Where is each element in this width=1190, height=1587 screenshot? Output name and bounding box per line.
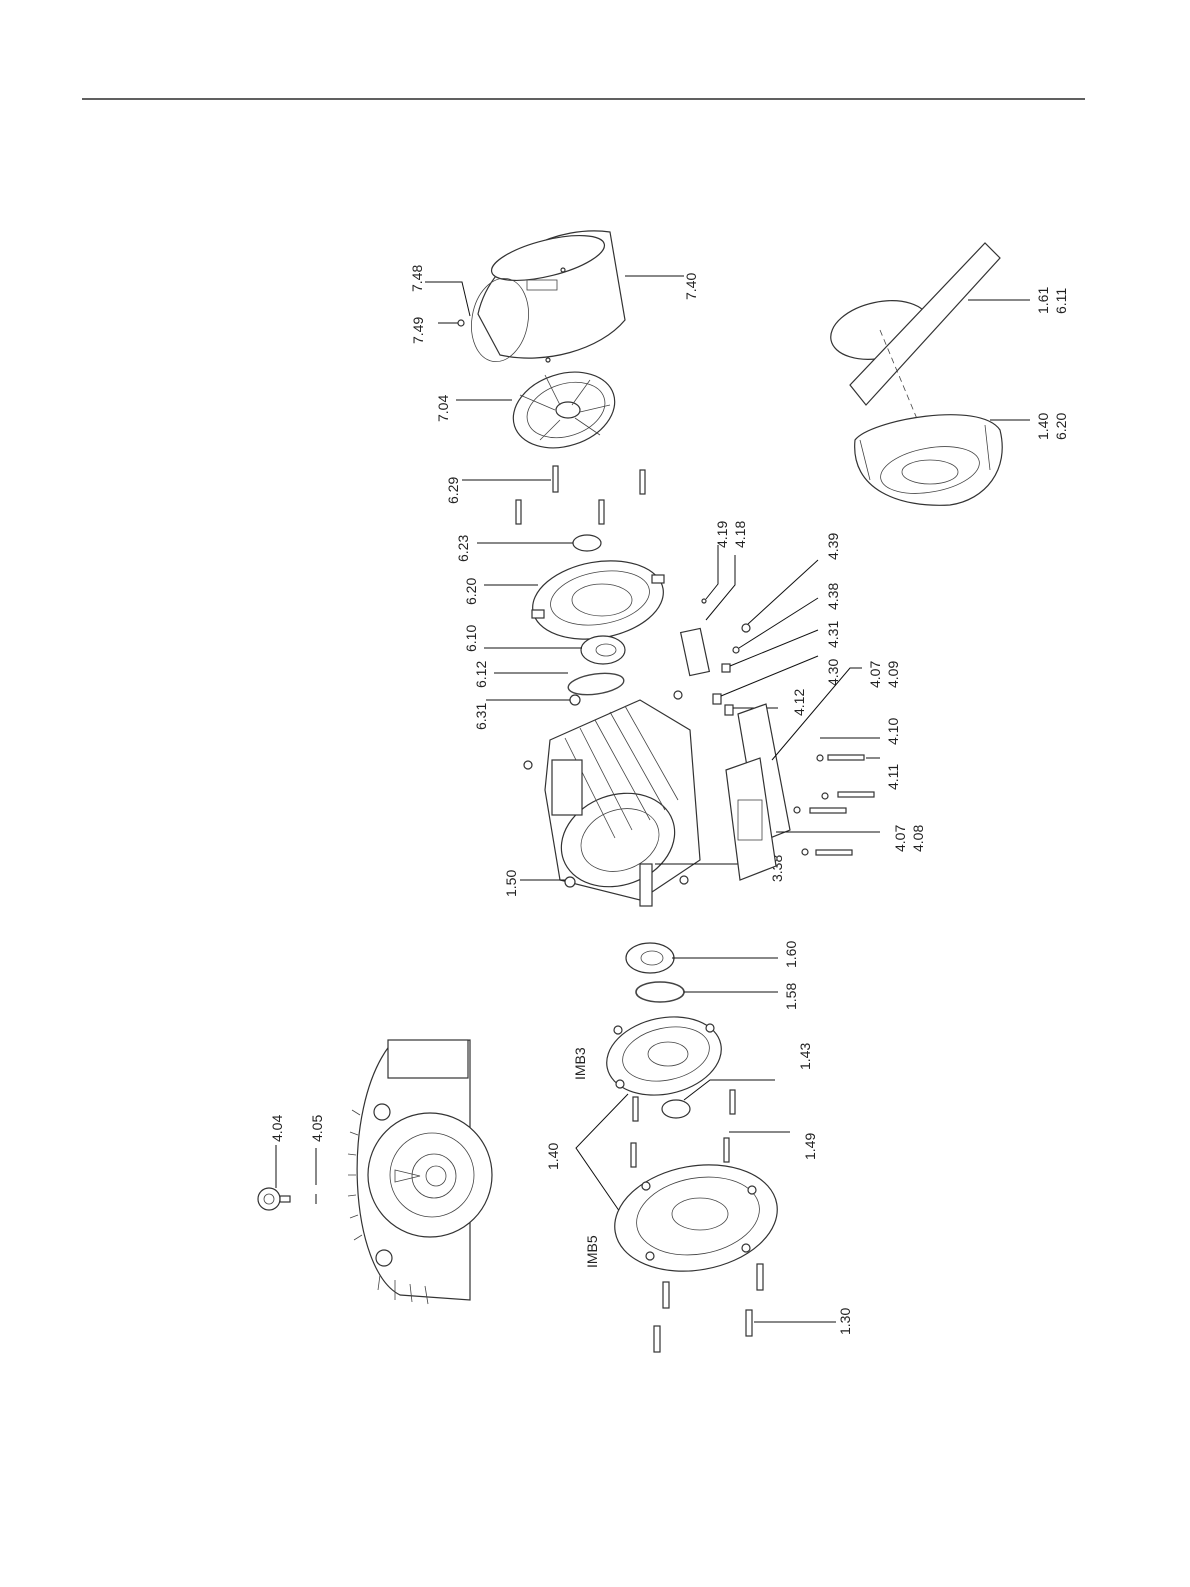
label-4-10: 4.10 bbox=[885, 718, 901, 745]
label-4-39: 4.39 bbox=[825, 533, 841, 560]
screw-4-19-part bbox=[702, 599, 706, 603]
circlip-6-12-part bbox=[567, 670, 625, 698]
eyebolt-part bbox=[258, 1188, 290, 1210]
label-7-40: 7.40 bbox=[683, 273, 699, 300]
label-4-31: 4.31 bbox=[825, 621, 841, 648]
fan-part bbox=[503, 360, 624, 461]
label-4-38: 4.38 bbox=[825, 583, 841, 610]
fan-cover-part bbox=[465, 227, 625, 367]
part-4-39 bbox=[742, 624, 750, 632]
screw-7-49-part bbox=[458, 320, 464, 326]
label-6-20: 6.20 bbox=[463, 578, 479, 605]
label-7-49: 7.49 bbox=[410, 317, 426, 344]
label-7-04: 7.04 bbox=[435, 395, 451, 422]
label-7-48: 7.48 bbox=[409, 265, 425, 292]
label-1-49: 1.49 bbox=[802, 1133, 818, 1160]
label-4-09: 4.09 bbox=[885, 661, 901, 688]
label-1-30: 1.30 bbox=[837, 1308, 853, 1335]
endshield-6-20-part bbox=[526, 551, 669, 649]
label-6-29: 6.29 bbox=[445, 477, 461, 504]
label-4-12: 4.12 bbox=[791, 689, 807, 716]
label-1-40: 1.40 bbox=[545, 1143, 561, 1170]
bolts-6-29-part bbox=[516, 466, 645, 524]
label-4-04: 4.04 bbox=[269, 1115, 285, 1142]
label-6-10: 6.10 bbox=[463, 625, 479, 652]
nut-1-50-part bbox=[565, 877, 575, 887]
label-4-08: 4.08 bbox=[910, 825, 926, 852]
label-imb5: IMB5 bbox=[584, 1235, 600, 1268]
label-1-50: 1.50 bbox=[503, 870, 519, 897]
label-4-07-top: 4.07 bbox=[867, 661, 883, 688]
label-1-58: 1.58 bbox=[783, 983, 799, 1010]
label-6-23: 6.23 bbox=[455, 535, 471, 562]
label-4-05: 4.05 bbox=[309, 1115, 325, 1142]
part-4-38 bbox=[733, 647, 739, 653]
nut-6-31-part bbox=[570, 695, 580, 705]
label-1-40-detail: 1.40 bbox=[1035, 413, 1051, 440]
label-imb3: IMB3 bbox=[572, 1047, 588, 1080]
endshield-detail-part bbox=[855, 415, 1003, 506]
seal-1-43-part bbox=[662, 1100, 690, 1118]
seal-6-23-part bbox=[573, 535, 601, 551]
bearing-1-60-part bbox=[626, 943, 674, 973]
ring-1-58-part bbox=[636, 982, 684, 1002]
label-6-11: 6.11 bbox=[1053, 288, 1069, 314]
label-4-19: 4.19 bbox=[714, 521, 730, 548]
label-4-11: 4.11 bbox=[885, 764, 901, 790]
label-6-12: 6.12 bbox=[473, 661, 489, 688]
label-6-20-detail: 6.20 bbox=[1053, 413, 1069, 440]
stator-housing-part bbox=[524, 691, 700, 906]
label-4-07-bottom: 4.07 bbox=[892, 825, 908, 852]
endshield-imb3-part bbox=[599, 1007, 728, 1105]
part-4-31 bbox=[722, 664, 730, 672]
inset-motor-view bbox=[348, 1040, 492, 1304]
bolts-4-10-part bbox=[794, 755, 874, 855]
plate-4-18-part bbox=[681, 628, 710, 675]
part-4-30 bbox=[713, 694, 721, 704]
label-6-31: 6.31 bbox=[473, 703, 489, 730]
label-1-61: 1.61 bbox=[1035, 287, 1051, 314]
label-1-43: 1.43 bbox=[797, 1043, 813, 1070]
label-1-60: 1.60 bbox=[783, 941, 799, 968]
bearing-6-10-part bbox=[581, 636, 625, 664]
label-4-18: 4.18 bbox=[732, 521, 748, 548]
part-4-12 bbox=[725, 705, 733, 715]
bolts-1-30-part bbox=[654, 1264, 763, 1352]
